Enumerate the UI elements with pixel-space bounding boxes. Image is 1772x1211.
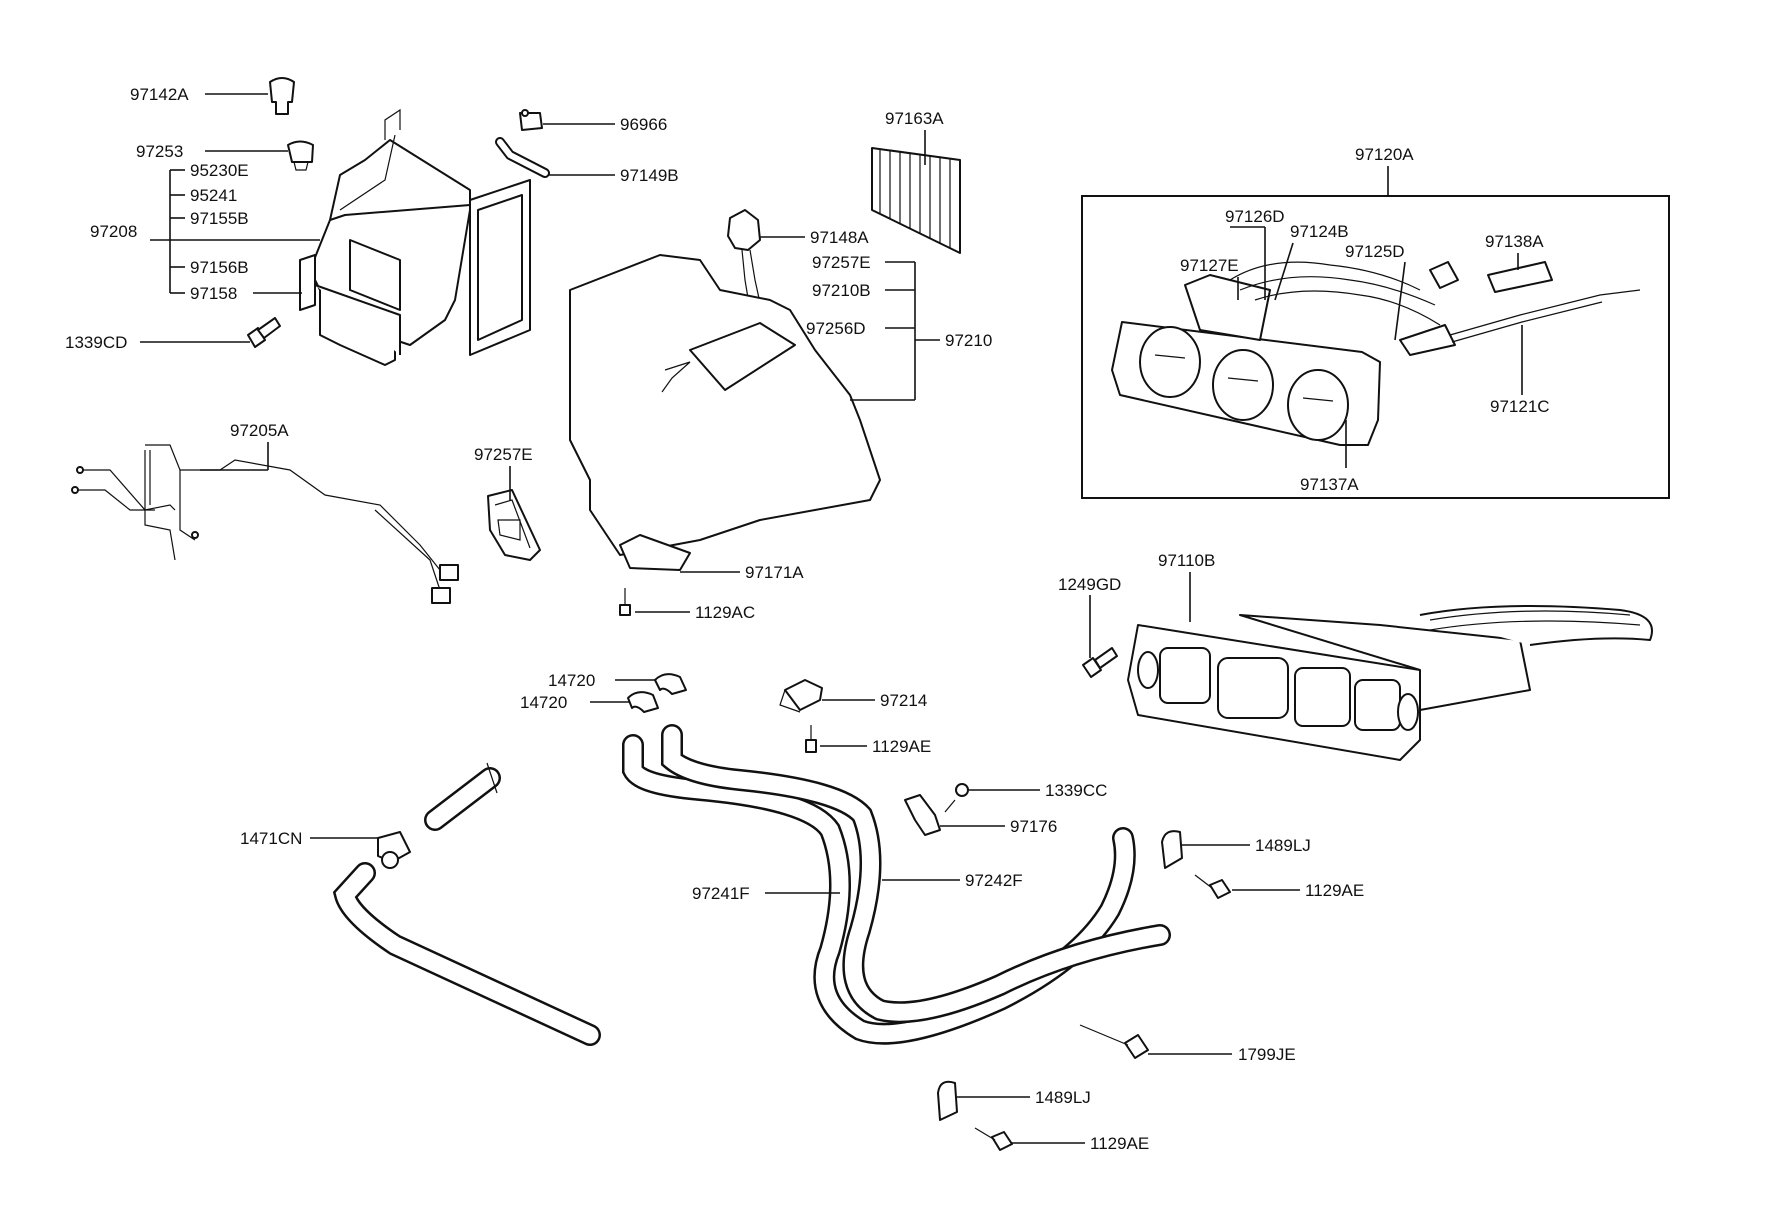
- label-97158: 97158: [190, 284, 237, 303]
- label-97171A: 97171A: [745, 563, 804, 582]
- label-1339CD: 1339CD: [65, 333, 127, 352]
- label-97241F: 97241F: [692, 884, 750, 903]
- label-97253: 97253: [136, 142, 183, 161]
- label-1249GD: 1249GD: [1058, 575, 1121, 594]
- screw-1339CD-drawing: [247, 317, 281, 348]
- clamp-1471CN-drawing: [377, 831, 411, 869]
- screw-1129AE-c-drawing: [974, 1127, 1013, 1151]
- label-97142A: 97142A: [130, 85, 189, 104]
- harness-97205A-drawing: [71, 444, 459, 604]
- sensor-96966-drawing: [519, 109, 543, 131]
- label-97156B: 97156B: [190, 258, 249, 277]
- hose-left-drawing: [332, 762, 601, 1046]
- screw-1129AE-a-drawing: [805, 725, 817, 753]
- label-14720-a: 14720: [548, 671, 595, 690]
- assembly-box-97120A: [1081, 195, 1670, 499]
- label-97210: 97210: [945, 331, 992, 350]
- clip-1489LJ-a-drawing: [1161, 830, 1183, 869]
- label-97257E-b: 97257E: [474, 445, 533, 464]
- label-97120A: 97120A: [1355, 145, 1414, 164]
- label-97163A: 97163A: [885, 109, 944, 128]
- label-1471CN: 1471CN: [240, 829, 302, 848]
- label-1489LJ-a: 1489LJ: [1255, 836, 1311, 855]
- label-97125D: 97125D: [1345, 242, 1405, 261]
- label-97257E-a: 97257E: [812, 253, 871, 272]
- clip-97214-drawing: [779, 679, 823, 713]
- label-97137A: 97137A: [1300, 475, 1359, 494]
- label-95230E: 95230E: [190, 161, 249, 180]
- clip-97253-drawing: [287, 140, 314, 171]
- label-97110B: 97110B: [1158, 551, 1215, 570]
- label-1129AE-c: 1129AE: [1090, 1134, 1149, 1153]
- screw-1799JE-drawing: [1079, 1024, 1149, 1059]
- hose-97241F-drawing: [622, 734, 1136, 1045]
- label-97126D: 97126D: [1225, 207, 1285, 226]
- label-97205A: 97205A: [230, 421, 289, 440]
- screw-1129AC-drawing: [619, 588, 631, 616]
- label-97214: 97214: [880, 691, 927, 710]
- clip-97142A-drawing: [269, 77, 295, 115]
- label-95241: 95241: [190, 186, 237, 205]
- gasket-97257E-drawing: [487, 489, 541, 561]
- bracket-97176-drawing: [904, 794, 941, 836]
- tube-97149B-drawing: [495, 137, 550, 178]
- label-97256D: 97256D: [806, 319, 866, 338]
- label-1339CC: 1339CC: [1045, 781, 1107, 800]
- screw-1339CC-drawing: [944, 783, 969, 813]
- label-1129AE-b: 1129AE: [1305, 881, 1364, 900]
- filter-97163A-drawing: [871, 147, 961, 254]
- screw-1129AE-b-drawing: [1194, 874, 1231, 899]
- label-97148A: 97148A: [810, 228, 869, 247]
- clip-1489LJ-b-drawing: [937, 1080, 958, 1121]
- label-1129AE-a: 1129AE: [872, 737, 931, 756]
- label-14720-b: 14720: [520, 693, 567, 712]
- label-97149B: 97149B: [620, 166, 679, 185]
- label-97138A: 97138A: [1485, 232, 1544, 251]
- label-97121C: 97121C: [1490, 397, 1550, 416]
- label-97155B: 97155B: [190, 209, 249, 228]
- label-97242F: 97242F: [965, 871, 1023, 890]
- heater-unit-drawing: [299, 108, 531, 366]
- control-panel-97120A-drawing: [1111, 261, 1641, 446]
- label-97176: 97176: [1010, 817, 1057, 836]
- label-1489LJ-b: 1489LJ: [1035, 1088, 1091, 1107]
- label-1129AC: 1129AC: [695, 603, 755, 622]
- duct-97210-drawing: [569, 254, 881, 571]
- label-96966: 96966: [620, 115, 667, 134]
- label-97127E: 97127E: [1180, 256, 1239, 275]
- leader-lines: [140, 93, 1523, 1144]
- label-97210B: 97210B: [812, 281, 871, 300]
- label-97124B: 97124B: [1290, 222, 1349, 241]
- label-1799JE: 1799JE: [1238, 1045, 1296, 1064]
- controller-97110B-drawing: [1127, 605, 1653, 761]
- clamps-14720-drawing: [627, 673, 687, 713]
- part-labels: 97142A 97253 95230E 95241 97155B 97208 9…: [65, 85, 1550, 1153]
- hose-97242F-drawing: [661, 724, 1171, 1024]
- screw-1249GD-drawing: [1082, 647, 1118, 678]
- label-97208: 97208: [90, 222, 137, 241]
